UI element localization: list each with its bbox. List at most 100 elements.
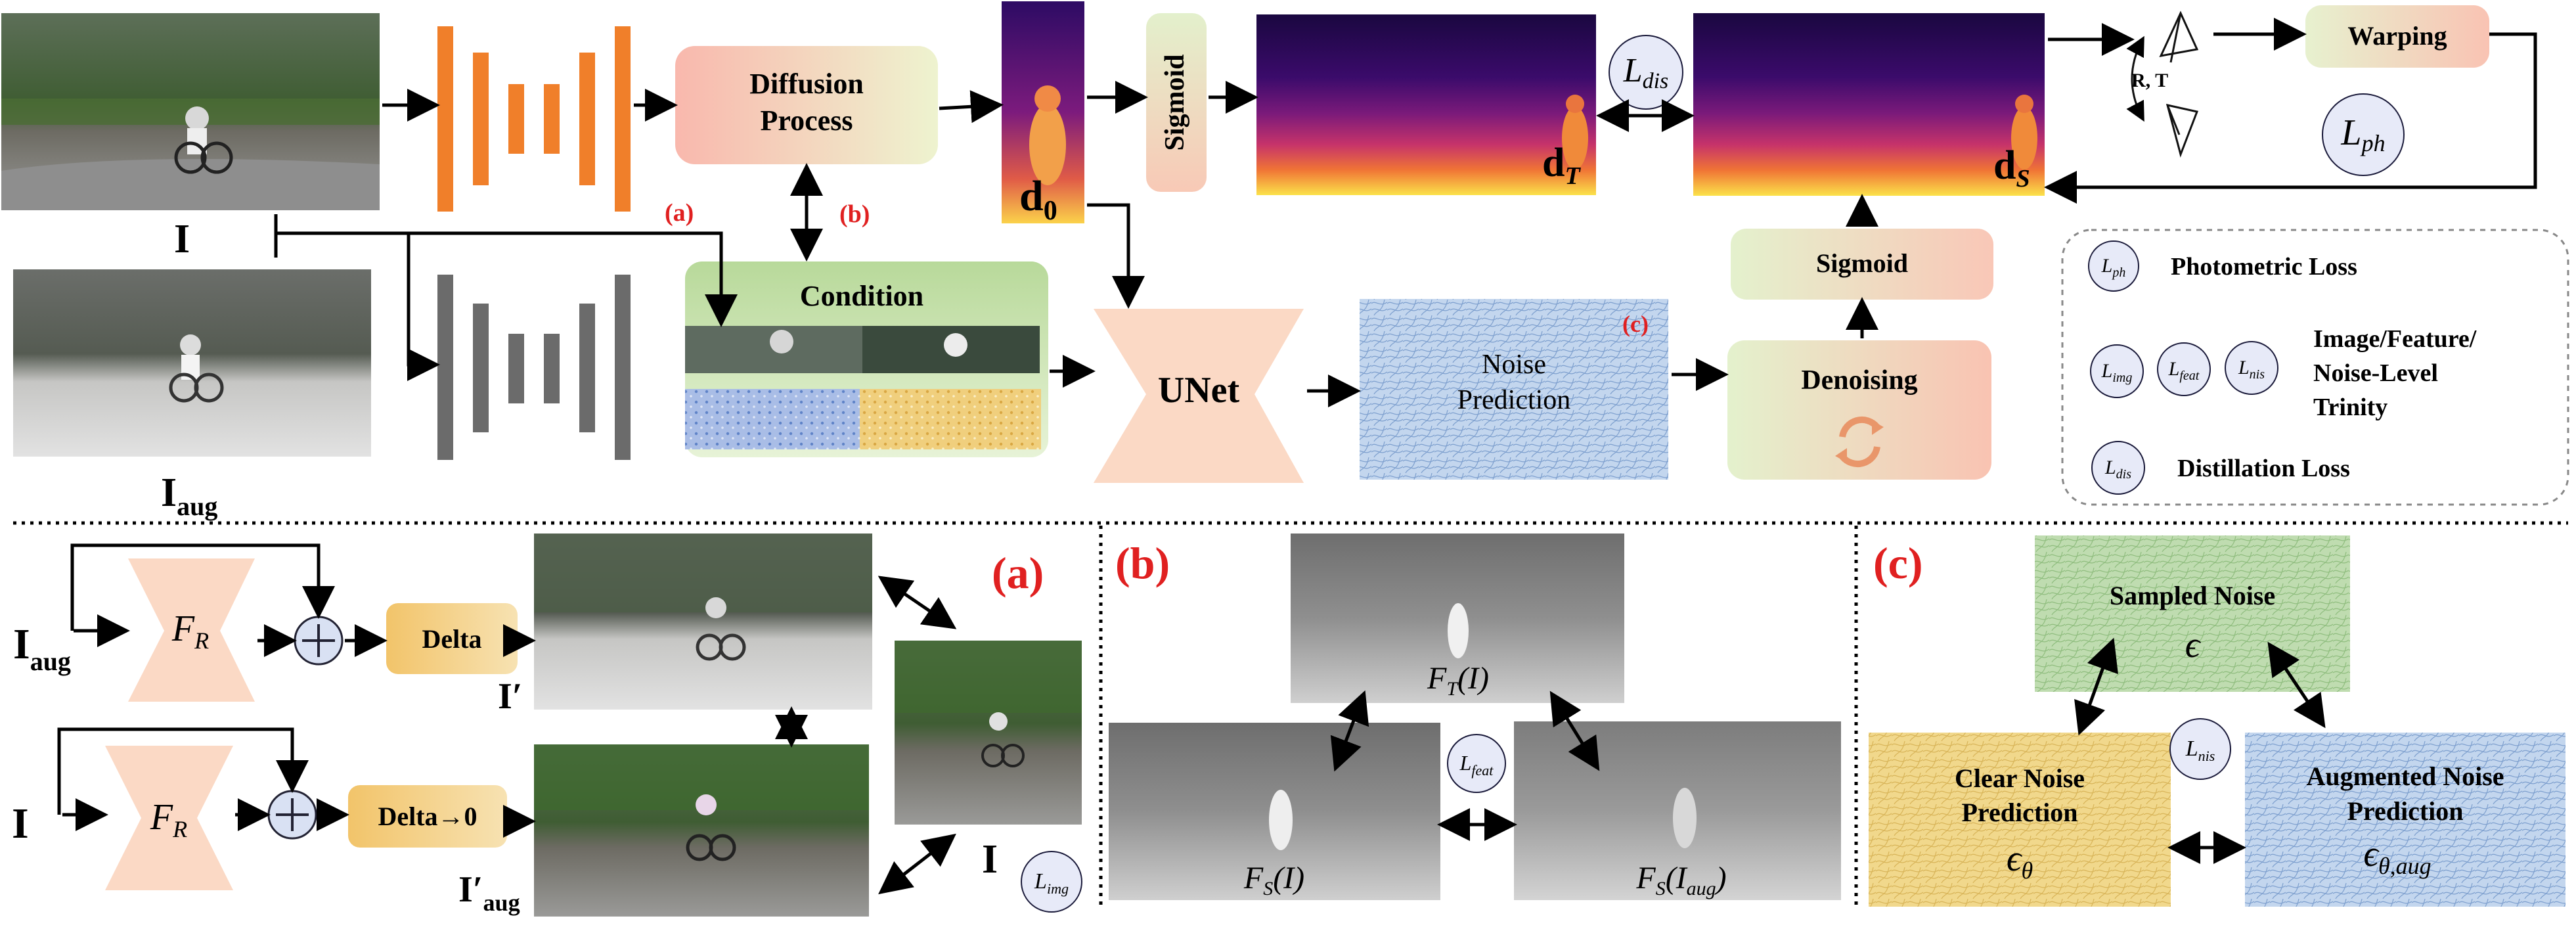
noise-prediction-label: Noise xyxy=(1482,350,1546,380)
gray-encoder xyxy=(437,275,631,460)
l-dis-text: Ldis xyxy=(1623,52,1669,93)
sampled-noise-label: Sampled Noise xyxy=(2110,581,2275,610)
augmented-noise-symbol: ϵθ,aug xyxy=(2363,834,2431,879)
svg-text:Image/Feature/: Image/Feature/ xyxy=(2313,325,2477,353)
sigmoid-box xyxy=(1731,229,1993,300)
panel-a-i-right: I xyxy=(982,837,998,882)
teacher-feature-map xyxy=(1291,534,1624,703)
svg-text:Ldis: Ldis xyxy=(2104,457,2131,482)
marker-c-top: (c) xyxy=(1622,311,1649,337)
panel-b-connectors xyxy=(1330,690,1600,841)
fr-block-lower xyxy=(105,746,233,890)
unet-label: UNet xyxy=(1158,370,1240,411)
marker-b-top: (b) xyxy=(839,200,870,228)
marker-a-top: (a) xyxy=(665,199,694,227)
svg-text:Photometric Loss: Photometric Loss xyxy=(2171,253,2357,281)
svg-text:Distillation Loss: Distillation Loss xyxy=(2177,455,2350,482)
input-image-I xyxy=(1,13,380,210)
fr-label-lower: FR xyxy=(150,797,187,842)
l-nis-badge xyxy=(2169,718,2231,780)
input-image-label: I xyxy=(174,217,190,261)
pose-curve-arrow xyxy=(2126,35,2144,122)
augmented-noise-label-2: Prediction xyxy=(2347,796,2463,826)
augmented-noise-box xyxy=(2245,733,2565,907)
l-feat-text: Lfeat xyxy=(1459,751,1494,779)
l-ph-badge xyxy=(2322,93,2405,176)
delta0-label: Delta→0 xyxy=(378,802,477,831)
plus-node-upper xyxy=(294,616,344,666)
clear-noise-label: Clear Noise xyxy=(1955,763,2085,793)
delta-label: Delta xyxy=(422,624,481,654)
d0-label: d0 xyxy=(1019,172,1057,226)
l-ph-text: Lph xyxy=(2340,112,2385,156)
sampled-noise-symbol: ϵ xyxy=(2185,625,2202,666)
sigmoid-vertical-label: Sigmoid xyxy=(1160,54,1190,150)
svg-text:Lph: Lph xyxy=(2101,255,2126,280)
i-aug-prime-label: I′aug xyxy=(458,869,520,916)
panel-a-clean-input: I xyxy=(12,800,29,848)
student-feature-map xyxy=(1109,723,1440,900)
warping-label: Warping xyxy=(2347,21,2447,51)
l-img-badge xyxy=(1021,851,1082,913)
clear-noise-box xyxy=(1869,733,2171,907)
fs-label: FS(I) xyxy=(1243,861,1304,899)
panel-a-aug-input: Iaug xyxy=(13,620,71,676)
diffusion-process-box xyxy=(675,46,938,164)
panel-a-title: (a) xyxy=(992,548,1044,598)
denoising-box xyxy=(1727,340,1991,480)
dT-label: dT xyxy=(1542,141,1581,190)
noise-prediction-box xyxy=(1360,299,1668,480)
reference-image xyxy=(895,641,1082,825)
legend-dis: Ldis Distillation Loss xyxy=(2091,441,2350,495)
warping-box xyxy=(2305,5,2489,68)
clear-noise-symbol: ϵθ xyxy=(2007,838,2033,884)
sigmoid-label: Sigmoid xyxy=(1816,248,1908,278)
svg-text:Trinity: Trinity xyxy=(2313,394,2387,421)
sigmoid-vertical-box xyxy=(1146,13,1207,192)
d0-depth-map xyxy=(1002,1,1084,223)
i-prime-label: I′ xyxy=(498,676,523,717)
ft-label: FT(I) xyxy=(1427,661,1489,700)
rt-label: R, T xyxy=(2131,70,2168,91)
sampled-noise-box xyxy=(2035,535,2350,692)
delta0-box xyxy=(348,785,507,848)
svg-text:Lnis: Lnis xyxy=(2238,357,2265,382)
delta-box xyxy=(386,603,518,674)
top-connectors xyxy=(274,18,2537,407)
orange-encoder xyxy=(437,26,631,212)
noise-prediction-label-2: Prediction xyxy=(1457,385,1571,415)
panel-c-connectors xyxy=(2074,637,2326,864)
panel-a-connectors xyxy=(57,543,957,895)
panel-c-title: (c) xyxy=(1873,538,1922,588)
augmented-image xyxy=(13,269,371,457)
restored-aug-image xyxy=(534,534,872,710)
l-nis-text: Lnis xyxy=(2185,737,2215,764)
condition-label: Condition xyxy=(800,280,923,312)
denoising-label: Denoising xyxy=(1801,365,1917,396)
dT-depth-map xyxy=(1256,14,1596,195)
panel-b-title: (b) xyxy=(1115,538,1170,588)
camera-pose-icon xyxy=(2159,11,2199,158)
fsaug-label: FS(Iaug) xyxy=(1635,861,1726,899)
restored-clean-image xyxy=(534,744,869,917)
svg-text:Noise-Level: Noise-Level xyxy=(2313,359,2438,387)
legend-trinity: Limg Lfeat Lnis Image/Feature/ Noise-Lev… xyxy=(2090,325,2477,421)
fr-label-upper: FR xyxy=(171,608,209,654)
augmented-noise-label: Augmented Noise xyxy=(2306,761,2504,791)
legend-ph: Lph Photometric Loss xyxy=(2088,240,2357,292)
clear-noise-label-2: Prediction xyxy=(1961,798,2077,827)
diffusion-process-label: Diffusion xyxy=(749,68,864,100)
svg-text:Limg: Limg xyxy=(2101,360,2133,385)
legend-box xyxy=(2061,229,2569,506)
diffusion-process-label-2: Process xyxy=(761,104,853,137)
svg-text:Lfeat: Lfeat xyxy=(2168,358,2200,383)
aug-image-label: Iaug xyxy=(161,470,217,521)
l-img-text: Limg xyxy=(1034,869,1069,897)
fr-block-upper xyxy=(128,558,255,702)
dS-label: dS xyxy=(1993,143,2030,193)
dS-depth-map xyxy=(1693,13,2045,196)
condition-box xyxy=(685,261,1048,457)
plus-node-lower xyxy=(267,790,317,840)
l-feat-badge xyxy=(1447,734,1506,793)
